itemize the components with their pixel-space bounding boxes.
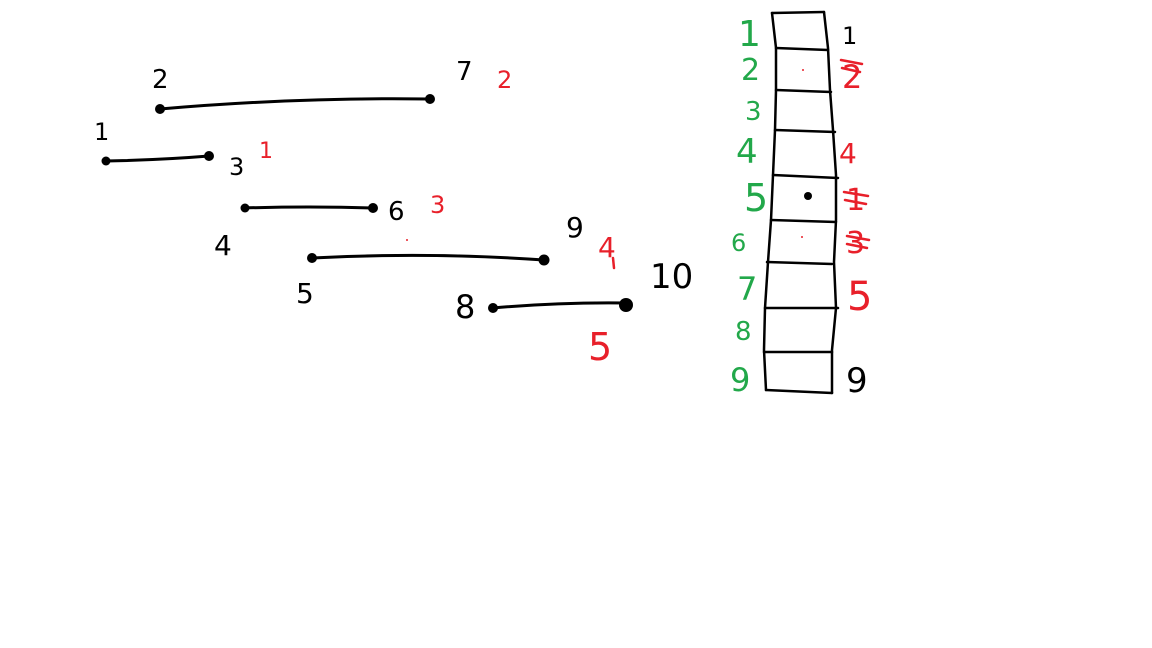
segment-end-label: 3 [229, 153, 244, 181]
column-right-black-labels: 1 9 [842, 22, 868, 401]
segment-8-10: 8 10 5 [455, 257, 693, 369]
segment-red-label: 2 [497, 66, 512, 94]
green-label: 2 [741, 53, 760, 88]
right-black-label-bottom: 9 [846, 361, 868, 401]
right-red-label: 5 [847, 274, 872, 320]
green-label: 6 [731, 229, 746, 257]
segment-start-label: 1 [94, 118, 109, 146]
segment-end-label: 10 [650, 257, 693, 297]
segment-red-label: 1 [259, 139, 273, 164]
green-label: 9 [730, 361, 750, 399]
right-red-label: 3 [846, 226, 865, 261]
green-label: 7 [737, 270, 757, 308]
segment-end-label: 9 [566, 211, 584, 244]
segment-start-label: 4 [214, 229, 232, 262]
stray-mark [802, 69, 804, 71]
segment-red-label: 3 [430, 191, 445, 219]
segment-red-label: 5 [588, 325, 612, 369]
green-label: 4 [736, 132, 758, 172]
segment-4-6: 4 6 3 [214, 191, 445, 262]
right-black-label-top: 1 [842, 22, 857, 50]
column-box [762, 10, 840, 395]
green-label: 5 [744, 176, 768, 220]
segment-start-label: 2 [152, 65, 169, 95]
segment-1-3: 1 3 1 [94, 118, 273, 181]
column-right-red-labels: 2 4 1 3 5 [839, 58, 872, 320]
segment-5-9: 5 9 4 [296, 211, 616, 310]
column-green-labels: 1 2 3 4 5 6 7 8 9 [730, 14, 768, 399]
green-label: 1 [738, 14, 761, 55]
green-label: 8 [735, 317, 752, 347]
right-red-label: 4 [839, 137, 857, 170]
stray-mark [801, 236, 803, 238]
right-red-label: 2 [842, 58, 862, 96]
segment-start-label: 5 [296, 277, 314, 310]
segment-red-label: 4 [598, 231, 616, 264]
segment-end-label: 6 [388, 197, 405, 227]
segment-start-label: 8 [455, 288, 475, 326]
green-label: 3 [745, 97, 762, 127]
stray-mark [406, 239, 408, 241]
right-red-label: 1 [846, 183, 865, 218]
segment-end-label: 7 [456, 57, 473, 87]
segment-2-7: 2 7 2 [152, 57, 512, 114]
